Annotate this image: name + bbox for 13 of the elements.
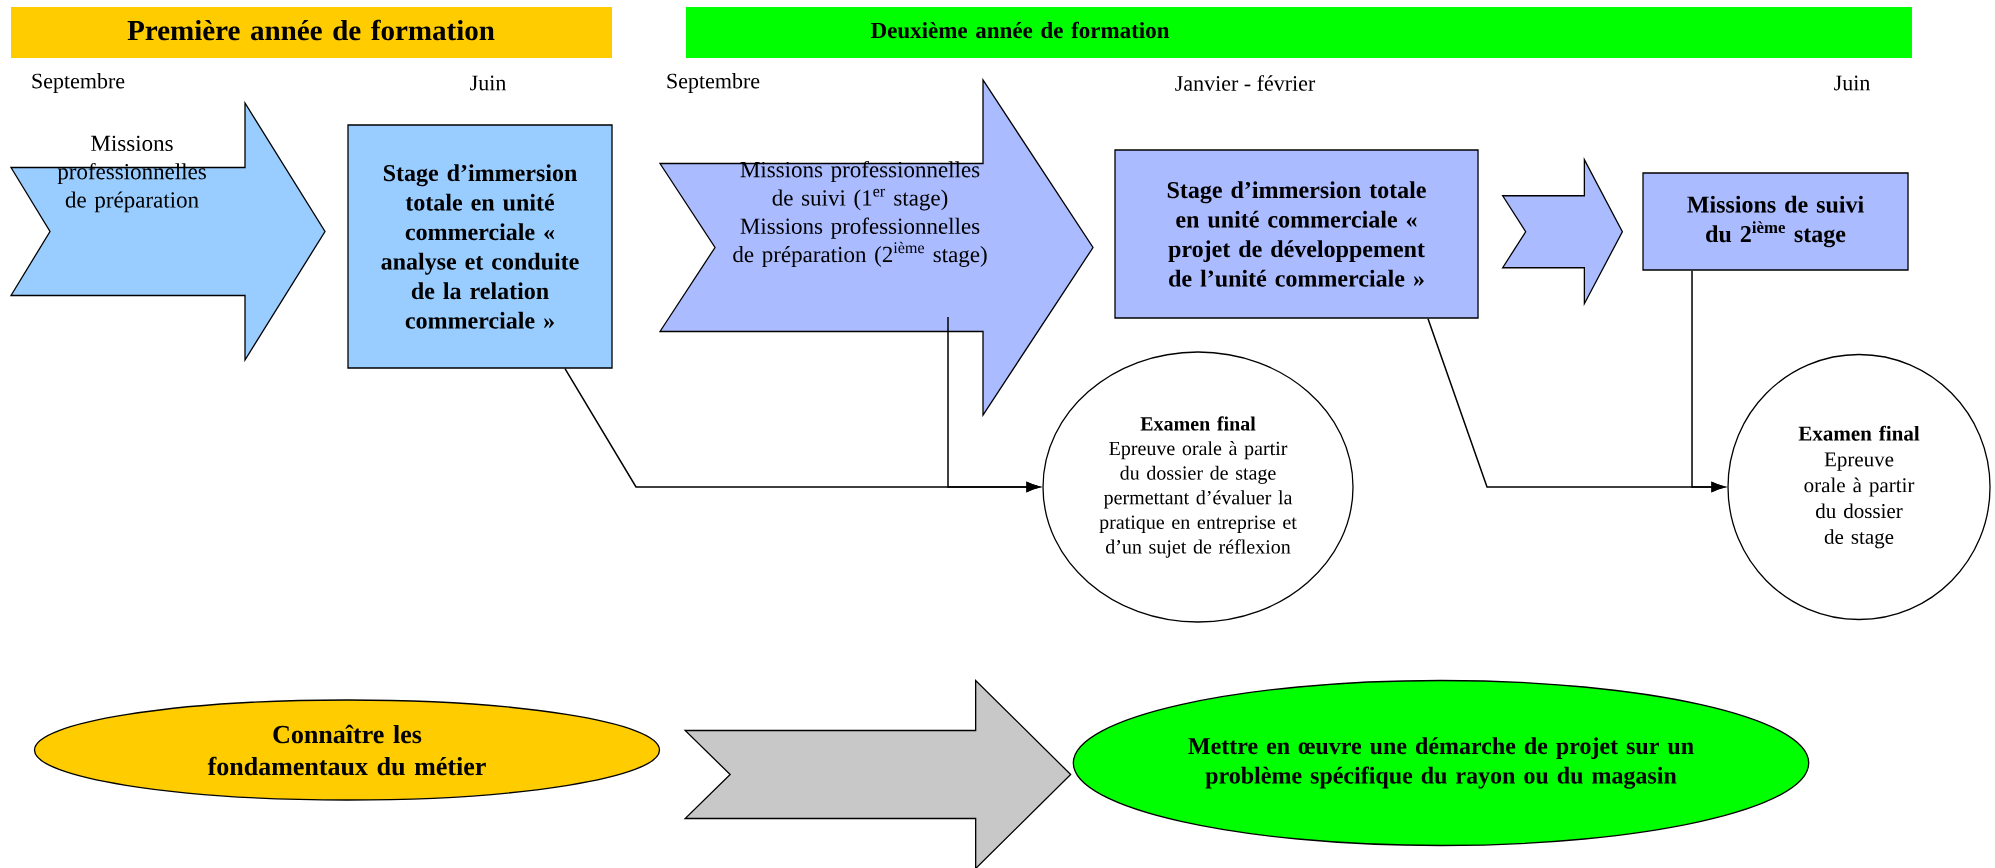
block-arrow <box>683 678 1072 868</box>
block-arrow <box>1501 157 1624 307</box>
process-box: Missions de suivi du 2$^{ième}$ stage <box>1642 172 1909 271</box>
month-label: Janvier - février <box>1175 75 1316 91</box>
process-box: Stage d’immersion totale en unité commerciale « projet de développement de l’unité commerciale » <box>1114 149 1479 319</box>
month-label: Juin <box>470 75 506 91</box>
arrow <box>1691 269 1725 492</box>
header-band: Première année de formation <box>11 7 612 58</box>
month-label: Septembre <box>32 73 125 93</box>
header-band: Deuxième année de formation <box>686 7 1912 58</box>
chevron-banner: Missions professionnelles de préparation <box>9 100 326 363</box>
process-box: Stage d’immersion totale en unité commerciale « analyse et conduite de la relation commerciale » <box>347 124 613 369</box>
arrow <box>947 316 1040 492</box>
